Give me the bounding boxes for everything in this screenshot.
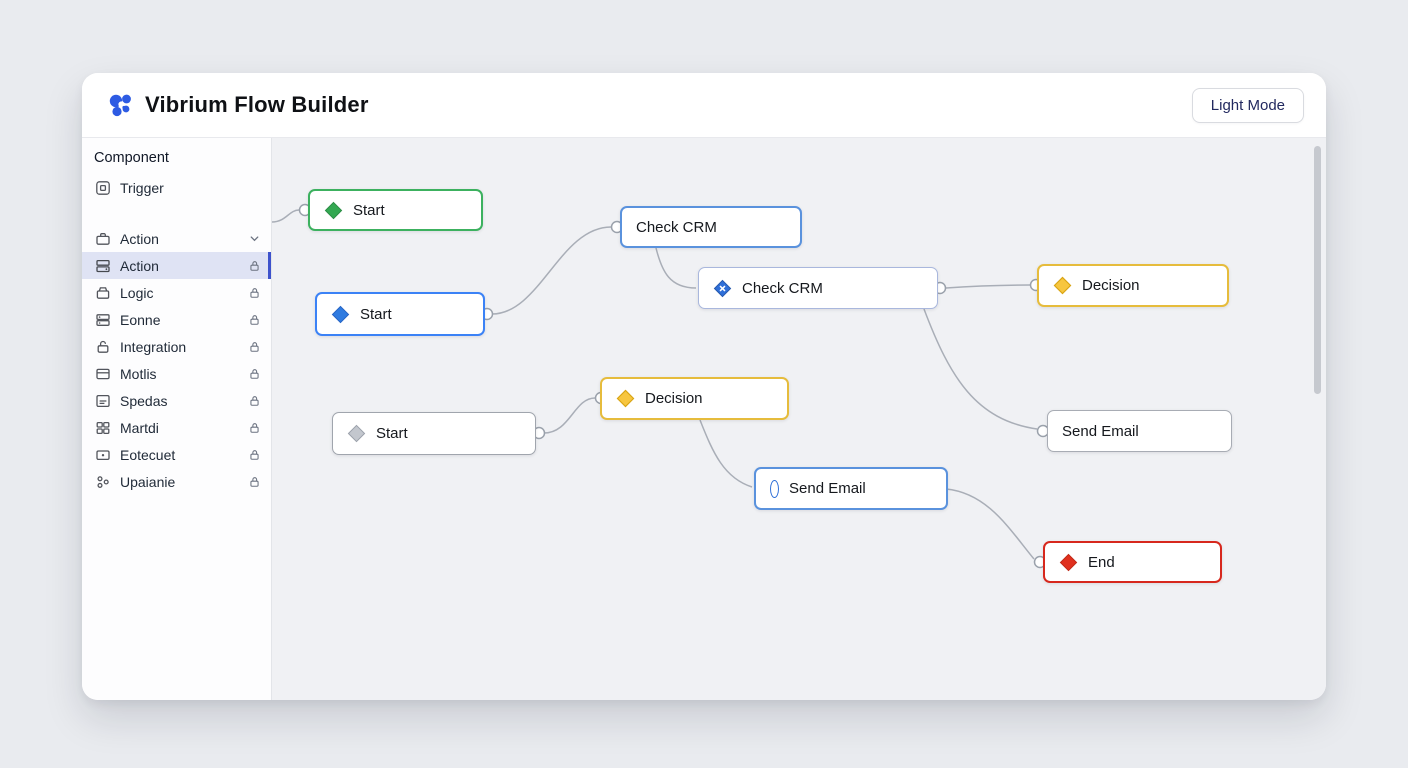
light-mode-button[interactable]: Light Mode <box>1191 87 1304 123</box>
node-label: Send Email <box>789 480 866 497</box>
sidebar-item-logic[interactable]: Logic <box>82 279 271 306</box>
motlis-icon <box>95 366 111 382</box>
lock-icon <box>248 448 261 462</box>
sidebar-item-spedas[interactable]: Spedas <box>82 387 271 414</box>
node-label: Check CRM <box>636 218 717 236</box>
node-label: Start <box>376 425 408 442</box>
app-header: Vibrium Flow Builder Light Mode <box>82 73 1326 138</box>
sidebar-item-label: Upaianie <box>120 473 176 490</box>
mail-capsule-icon <box>770 479 779 498</box>
sidebar-item-label: Action <box>120 257 159 274</box>
lock-icon <box>248 286 261 300</box>
integration-icon <box>95 339 111 355</box>
edge <box>945 488 1035 560</box>
component-sidebar: Component Trigger Act <box>82 138 272 700</box>
app-window: Vibrium Flow Builder Light Mode Componen… <box>82 73 1326 700</box>
sidebar-item-label: Eonne <box>120 311 161 328</box>
sidebar-item-eonne[interactable]: Eonne <box>82 306 271 333</box>
edge <box>923 308 1038 430</box>
node-decision[interactable]: Decision <box>1037 264 1229 307</box>
edge <box>655 247 697 289</box>
vibrium-logo-icon <box>109 94 131 117</box>
edges-layer <box>272 203 1050 569</box>
lock-icon <box>248 340 261 354</box>
edge <box>491 226 612 315</box>
sidebar-item-integration[interactable]: Integration <box>82 333 271 360</box>
node-label: Decision <box>1082 277 1140 294</box>
sidebar-item-label: Trigger <box>120 179 164 196</box>
node-check-crm[interactable]: Check CRM <box>620 206 802 248</box>
lock-icon <box>248 313 261 327</box>
lock-icon <box>248 367 261 381</box>
sidebar-item-eotecuet[interactable]: Eotecuet <box>82 441 271 468</box>
sidebar-item-action-group[interactable]: Action <box>82 225 271 252</box>
eotecuet-icon <box>95 447 111 463</box>
lock-icon <box>248 475 261 489</box>
node-label: End <box>1088 553 1115 571</box>
upaianie-icon <box>95 474 111 490</box>
lock-icon <box>248 259 261 273</box>
flow-canvas[interactable]: Start Start Start Check CRM <box>272 138 1326 700</box>
sidebar-item-label: Integration <box>120 338 187 355</box>
node-label: Send Email <box>1062 422 1139 440</box>
logic-icon <box>95 285 111 301</box>
diamond-check-icon <box>713 279 732 298</box>
edge <box>272 209 300 223</box>
diamond-gray-icon <box>347 424 366 443</box>
diamond-yellow-icon <box>1053 276 1072 295</box>
sidebar-item-motlis[interactable]: Motlis <box>82 360 271 387</box>
edge <box>699 419 753 488</box>
sidebar-item-martdi[interactable]: Martdi <box>82 414 271 441</box>
lock-icon <box>248 394 261 408</box>
edge <box>543 397 596 434</box>
sidebar-item-upaianie[interactable]: Upaianie <box>82 468 271 495</box>
sidebar-item-label: Martdi <box>120 419 159 436</box>
diamond-yellow-icon <box>616 389 635 408</box>
eonne-icon <box>95 312 111 328</box>
sidebar-item-label: Spedas <box>120 392 168 409</box>
sidebar-item-label: Logic <box>120 284 154 301</box>
sidebar-gap <box>82 201 271 225</box>
node-send-email[interactable]: Send Email <box>1047 410 1232 452</box>
action-icon <box>95 258 111 274</box>
node-end[interactable]: End <box>1043 541 1222 583</box>
page-title: Vibrium Flow Builder <box>145 92 369 117</box>
sidebar-item-label: Motlis <box>120 365 157 382</box>
spedas-icon <box>95 393 111 409</box>
sidebar-header: Component <box>94 150 169 166</box>
node-label: Check CRM <box>742 279 823 297</box>
edge <box>945 284 1031 289</box>
node-label: Decision <box>645 390 703 407</box>
lock-icon <box>248 421 261 435</box>
sidebar-item-label: Eotecuet <box>120 446 176 463</box>
sidebar-item-trigger[interactable]: Trigger <box>82 174 271 201</box>
sidebar-item-action[interactable]: Action <box>82 252 271 279</box>
martdi-icon <box>95 420 111 436</box>
trigger-icon <box>95 180 111 196</box>
action-group-icon <box>95 231 111 247</box>
node-check-crm[interactable]: Check CRM <box>698 267 938 309</box>
canvas-scrollbar[interactable] <box>1314 146 1321 394</box>
chevron-down-icon[interactable] <box>248 232 261 245</box>
diamond-red-icon <box>1059 553 1078 572</box>
node-label: Start <box>353 201 385 219</box>
node-start[interactable]: Start <box>315 292 485 336</box>
diamond-green-icon <box>324 201 343 220</box>
node-start[interactable]: Start <box>308 189 483 231</box>
sidebar-item-label: Action <box>120 230 159 247</box>
node-start[interactable]: Start <box>332 412 536 455</box>
node-decision[interactable]: Decision <box>600 377 789 420</box>
diamond-blue-icon <box>331 305 350 324</box>
node-send-email[interactable]: Send Email <box>754 467 948 510</box>
node-label: Start <box>360 305 392 323</box>
